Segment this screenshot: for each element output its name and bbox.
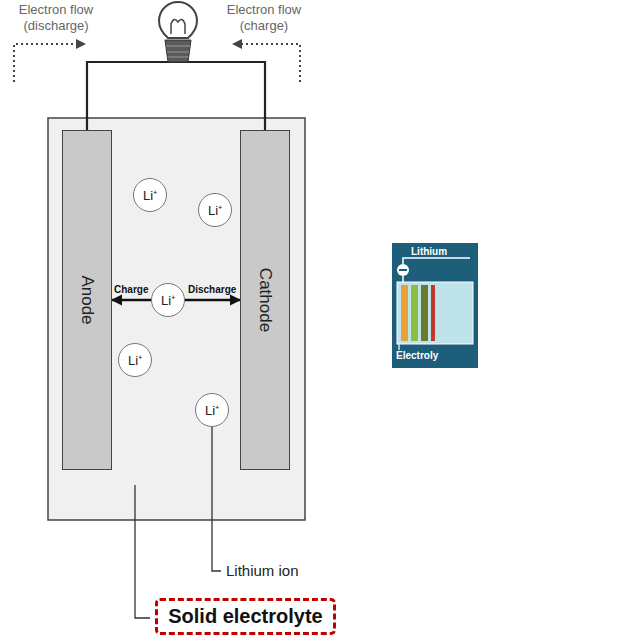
- ion-label: Li⁺: [128, 351, 142, 369]
- ion-label: Li⁺: [205, 401, 219, 419]
- electrode-label: Anode: [77, 275, 97, 324]
- edge-label: Charge: [114, 284, 148, 295]
- lithium-ion-circle: Li⁺: [151, 283, 185, 317]
- inset-electrode: [411, 285, 418, 341]
- leader-line: [135, 485, 150, 618]
- lithium-ion-circle: Li⁺: [195, 393, 229, 427]
- inset-title: Lithium: [411, 246, 447, 258]
- lithium-ion-circle: Li⁺: [133, 178, 167, 212]
- bulb-thread: [166, 46, 190, 57]
- inset-electrode: [401, 285, 408, 341]
- inset-wire: [403, 258, 470, 282]
- light-bulb: [159, 2, 197, 62]
- flow-label: Electron flow (discharge): [4, 2, 108, 34]
- ion-flow-arrow: [112, 299, 151, 302]
- edge-label: Discharge: [188, 284, 236, 295]
- anode-electrode: Anode: [62, 130, 112, 470]
- discharge-flow-arrow: [14, 44, 84, 82]
- inset-separator: [431, 285, 435, 341]
- circuit-wire: [87, 62, 265, 130]
- ion-flow-arrow: [185, 299, 240, 302]
- minus-terminal: [397, 264, 409, 276]
- bulb-filament: [171, 19, 185, 34]
- charge-flow-arrow: [234, 44, 300, 82]
- ion-label: Li⁺: [161, 291, 175, 309]
- inset-label: Electroly: [396, 350, 438, 362]
- lithium-ion-circle: Li⁺: [118, 343, 152, 377]
- lithium-ion-circle: Li⁺: [198, 193, 232, 227]
- flow-label: Electron flow (charge): [212, 2, 316, 34]
- part-label: Lithium ion: [226, 562, 299, 580]
- bulb-glass: [159, 2, 197, 38]
- inset-picture: [392, 243, 478, 368]
- inset-cell: [397, 282, 473, 344]
- inset-electrode: [421, 285, 428, 341]
- inset-pointer: [398, 344, 399, 350]
- callout-box: Solid electrolyte: [155, 598, 336, 635]
- cathode-electrode: Cathode: [240, 130, 290, 470]
- callout-label: Solid electrolyte: [168, 605, 323, 628]
- electrolyte-housing: [48, 118, 305, 520]
- ion-label: Li⁺: [143, 186, 157, 204]
- inset-panel: [392, 243, 478, 368]
- ion-label: Li⁺: [208, 201, 222, 219]
- leader-line: [212, 427, 221, 571]
- bulb-base: [165, 40, 191, 62]
- minus-sign: [399, 269, 407, 271]
- electrode-label: Cathode: [255, 268, 275, 332]
